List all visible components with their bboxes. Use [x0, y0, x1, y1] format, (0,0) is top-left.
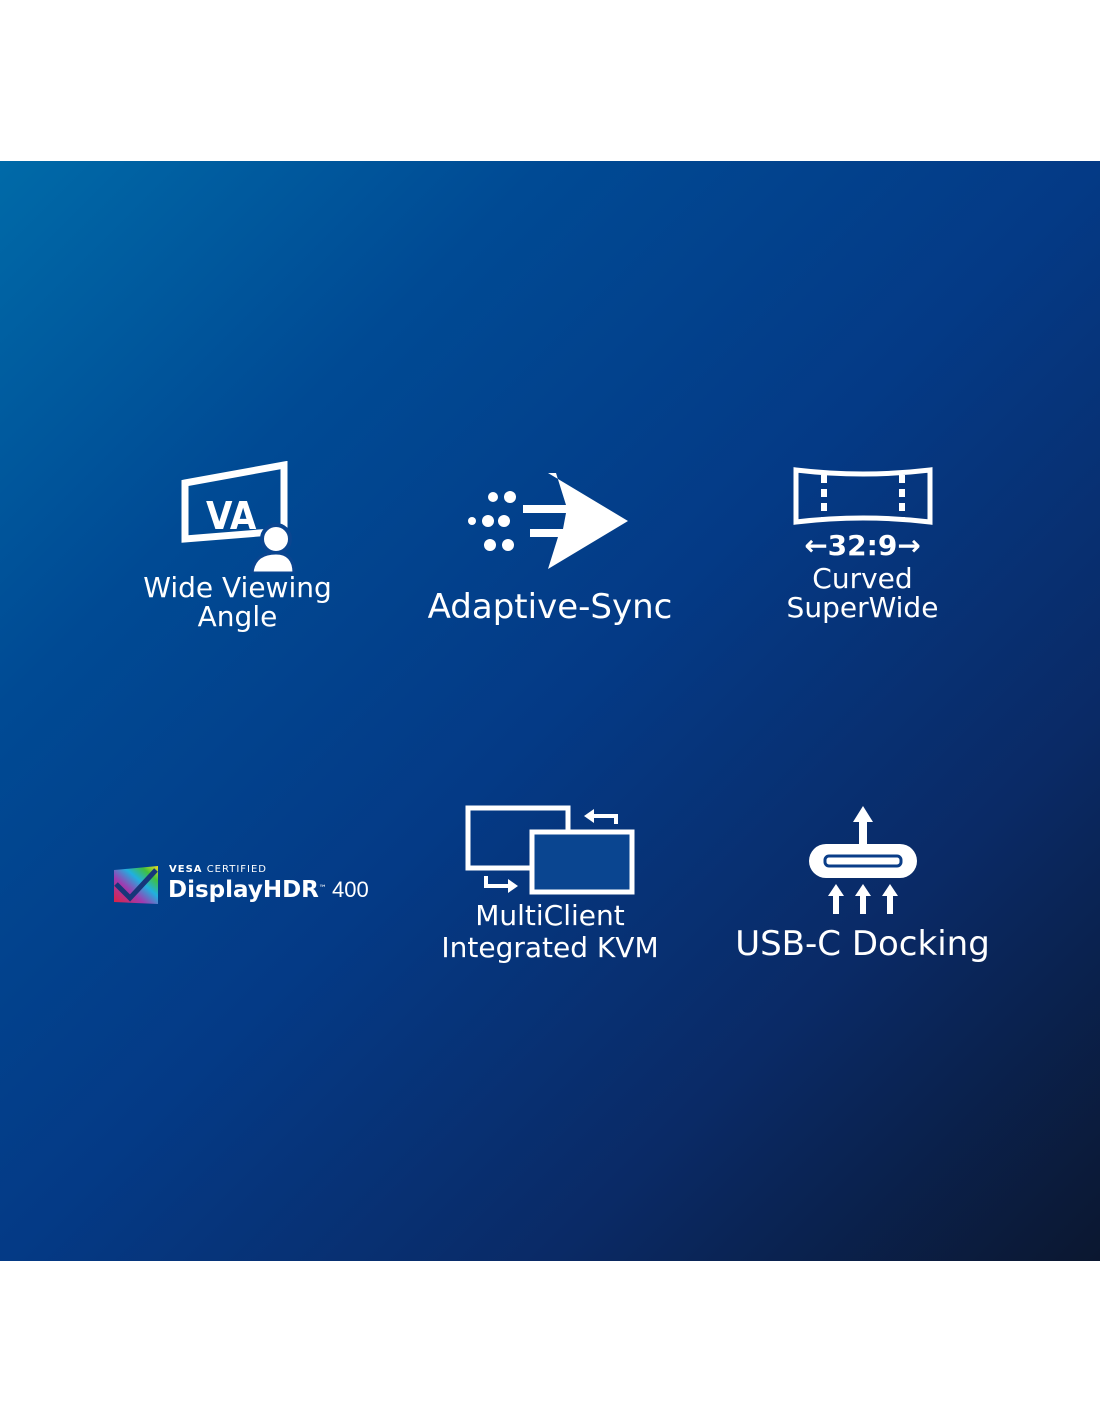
curved-screen-icon	[793, 467, 932, 525]
dual-monitor-switch-icon	[465, 805, 635, 895]
feature-label: Adaptive-Sync	[427, 587, 673, 627]
feature-adaptive-sync: Adaptive-Sync	[410, 471, 690, 627]
hdr-color-check-icon	[114, 866, 158, 904]
va-panel-icon: VA	[181, 461, 295, 573]
svg-text:VA: VA	[206, 494, 257, 538]
aspect-ratio: ←32:9→	[804, 529, 921, 562]
feature-usb-c-docking: USB-C Docking	[720, 804, 1005, 964]
feature-label: USB-C Docking	[735, 924, 990, 964]
usb-c-port-icon	[808, 806, 917, 914]
adaptive-sync-arrow-icon	[467, 473, 628, 569]
